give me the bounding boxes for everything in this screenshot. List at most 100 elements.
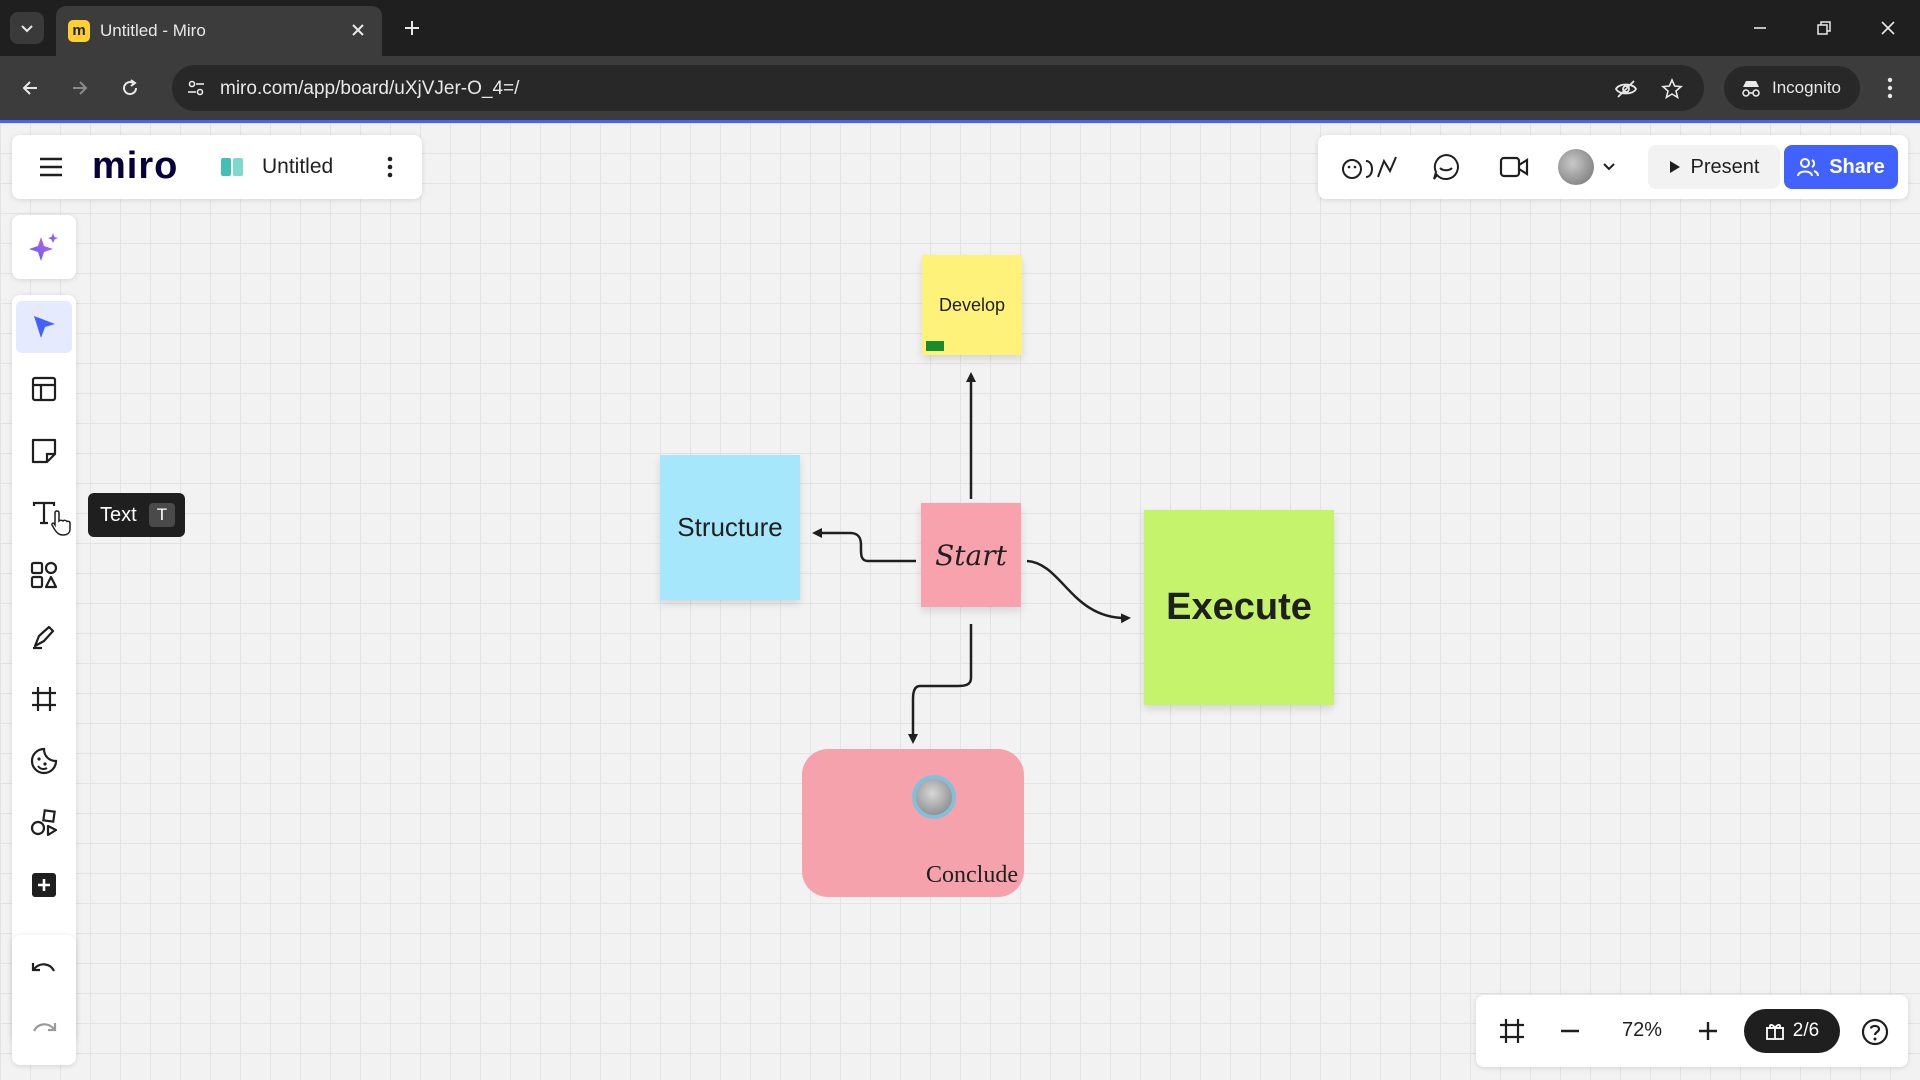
zoom-out-button[interactable] — [1552, 1013, 1588, 1049]
connector-start-conclude[interactable] — [908, 624, 973, 744]
board-options-button[interactable] — [378, 153, 402, 181]
browser-menu-button[interactable] — [1872, 70, 1908, 106]
zoom-in-button[interactable] — [1690, 1013, 1726, 1049]
more-vertical-icon — [1887, 77, 1893, 99]
chevron-down-icon — [21, 25, 33, 33]
share-label: Share — [1829, 155, 1885, 178]
eye-off-icon — [1614, 80, 1638, 98]
sticky-execute[interactable]: Execute — [1144, 510, 1334, 705]
tune-icon — [188, 80, 204, 96]
share-button[interactable]: Share — [1784, 145, 1898, 189]
board-title-bar: miro Untitled — [12, 135, 422, 199]
present-label: Present — [1690, 155, 1760, 178]
close-icon — [352, 24, 364, 36]
site-info-button[interactable] — [182, 74, 210, 102]
shapes-tool[interactable] — [16, 549, 72, 601]
board-canvas[interactable]: miro Untitled Present Share — [0, 123, 1920, 1080]
tab-title: Untitled - Miro — [100, 21, 206, 40]
more-tools-button[interactable] — [16, 859, 72, 911]
pages-button[interactable]: 2/6 — [1744, 1009, 1840, 1053]
connector-start-structure[interactable] — [812, 528, 916, 563]
sticky-structure-text: Structure — [677, 512, 783, 542]
cursor-arrow-icon — [34, 316, 55, 338]
stickers-tool[interactable] — [16, 735, 72, 787]
main-menu-button[interactable] — [36, 153, 66, 181]
templates-tool[interactable] — [16, 363, 72, 415]
hamburger-icon — [40, 157, 62, 177]
sticky-execute-text: Execute — [1166, 586, 1312, 628]
help-button[interactable] — [1858, 1015, 1892, 1049]
close-window-button[interactable] — [1868, 10, 1908, 46]
sticky-develop[interactable]: Develop — [922, 255, 1022, 355]
emoji-sticker-icon — [30, 747, 58, 775]
browser-tab[interactable]: m Untitled - Miro — [56, 6, 382, 56]
redo-icon — [33, 1023, 57, 1032]
present-button[interactable]: Present — [1648, 145, 1780, 189]
fit-frame-icon — [1500, 1019, 1524, 1043]
new-tab-button[interactable] — [396, 12, 428, 44]
address-bar[interactable]: miro.com/app/board/uXjVJer-O_4=/ — [172, 65, 1704, 111]
tab-list-button[interactable] — [10, 12, 44, 44]
more-vertical-icon — [387, 156, 393, 178]
connector-start-execute[interactable] — [1026, 559, 1131, 624]
zoom-bar: 72% 2/6 — [1476, 995, 1908, 1067]
miro-logo[interactable]: miro — [92, 145, 179, 187]
plus-icon — [405, 21, 419, 35]
pen-tool[interactable] — [16, 611, 72, 663]
user-avatar-menu[interactable] — [1554, 147, 1634, 187]
frame-tool[interactable] — [16, 673, 72, 725]
hand-pointer-icon — [51, 510, 71, 536]
diagramming-tool[interactable] — [16, 797, 72, 849]
undo-button[interactable] — [16, 945, 72, 997]
restore-button[interactable] — [1804, 10, 1844, 46]
gift-icon — [1765, 1024, 1784, 1040]
zoom-level[interactable]: 72% — [1621, 1019, 1663, 1041]
chevron-down-icon — [1603, 163, 1615, 171]
sticky-note-tool[interactable] — [16, 425, 72, 477]
undo-icon — [31, 963, 55, 972]
forward-button[interactable] — [62, 70, 98, 106]
video-call-button[interactable] — [1496, 151, 1532, 183]
tracking-protection-button[interactable] — [1612, 75, 1640, 103]
layout-template-icon — [31, 376, 57, 402]
incognito-label: Incognito — [1772, 78, 1841, 97]
tab-close-button[interactable] — [346, 18, 370, 42]
comments-button[interactable] — [1428, 151, 1464, 183]
ai-assist-button[interactable] — [16, 221, 72, 273]
pages-count: 2/6 — [1792, 1020, 1820, 1041]
ai-panel — [12, 215, 76, 279]
shape-conclude[interactable]: Conclude — [802, 749, 1024, 897]
accent-line — [0, 120, 1920, 123]
users-icon — [1797, 158, 1820, 177]
url-text[interactable]: miro.com/app/board/uXjVJer-O_4=/ — [220, 78, 520, 99]
reactions-icon — [1342, 156, 1397, 179]
tooltip-shortcut: T — [148, 503, 176, 527]
reload-button[interactable] — [112, 70, 148, 106]
sticky-note-icon — [31, 438, 57, 464]
play-icon — [1669, 161, 1680, 173]
bookmark-button[interactable] — [1658, 75, 1686, 103]
fit-to-screen-button[interactable] — [1494, 1013, 1530, 1049]
text-tool-tooltip: Text T — [88, 493, 186, 537]
tools-panel — [12, 295, 76, 1043]
diagram-shapes-icon — [30, 809, 58, 837]
reactions-button[interactable] — [1340, 151, 1400, 183]
back-button[interactable] — [12, 70, 48, 106]
pen-icon — [33, 625, 55, 650]
history-panel — [12, 935, 76, 1065]
select-tool[interactable] — [16, 301, 72, 353]
plus-square-icon — [32, 873, 56, 897]
redo-button[interactable] — [16, 1005, 72, 1057]
incognito-icon — [1742, 81, 1760, 97]
sticky-structure[interactable]: Structure — [660, 455, 800, 600]
plus-icon — [1699, 1022, 1717, 1040]
text-tool[interactable] — [16, 487, 72, 539]
incognito-badge[interactable]: Incognito — [1724, 66, 1860, 110]
tooltip-label: Text — [100, 503, 137, 526]
board-title[interactable]: Untitled — [262, 155, 334, 178]
connector-layer — [812, 372, 1131, 744]
minimize-button[interactable] — [1740, 10, 1780, 46]
reload-icon — [123, 79, 138, 96]
video-camera-icon — [1499, 156, 1529, 178]
sticky-start[interactable]: Start — [921, 503, 1021, 607]
